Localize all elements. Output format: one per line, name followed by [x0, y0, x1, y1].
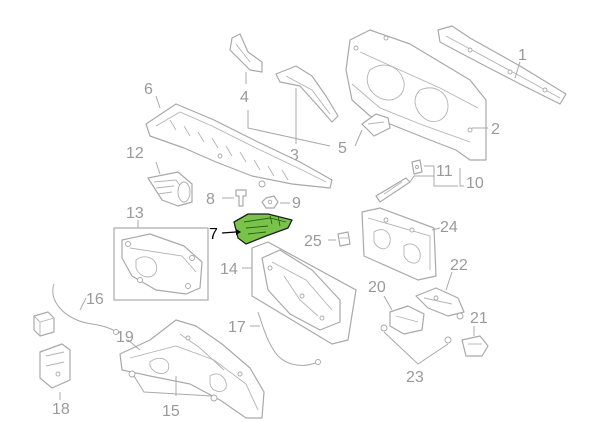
part-1-cowl-strip[interactable] — [437, 25, 567, 105]
leader-24 — [431, 227, 441, 231]
part-21-clip[interactable] — [461, 335, 489, 357]
callout-20[interactable]: 20 — [368, 279, 386, 296]
callout-7[interactable]: 7 — [209, 226, 218, 243]
callout-12[interactable]: 12 — [126, 145, 144, 162]
part-16-cable[interactable] — [52, 283, 119, 335]
leader-20 — [383, 295, 393, 311]
callout-18[interactable]: 18 — [52, 401, 70, 418]
box-13 — [113, 227, 209, 301]
leader-11 — [409, 165, 458, 187]
part-2-dash-panel[interactable] — [345, 29, 487, 161]
part-11-bracket[interactable] — [411, 159, 423, 175]
callout-22[interactable]: 22 — [450, 257, 468, 274]
part-19-lower-panel[interactable] — [119, 319, 265, 419]
callout-25[interactable]: 25 — [304, 233, 322, 250]
part-3-reinforcement[interactable] — [275, 65, 339, 123]
part-25-clip[interactable] — [337, 231, 351, 247]
part-6-cowl-grille[interactable] — [145, 103, 333, 189]
part-24-insulator[interactable] — [361, 207, 437, 281]
callout-2[interactable]: 2 — [491, 121, 500, 138]
callout-11[interactable]: 11 — [436, 163, 453, 180]
part-14-panel[interactable] — [261, 249, 341, 331]
callout-21[interactable]: 21 — [470, 310, 488, 327]
part-16-block[interactable] — [33, 311, 55, 337]
part-7-gusset-highlighted[interactable] — [233, 213, 293, 245]
callout-23[interactable]: 23 — [406, 369, 424, 386]
leader-12 — [155, 161, 161, 175]
leader-22 — [445, 271, 453, 291]
callout-15[interactable]: 15 — [162, 403, 180, 420]
callout-4[interactable]: 4 — [240, 89, 249, 106]
part-22-bracket[interactable] — [415, 287, 465, 317]
callout-14[interactable]: 14 — [220, 261, 238, 278]
callout-1[interactable]: 1 — [518, 47, 527, 64]
part-13-cover[interactable] — [121, 233, 203, 295]
part-12-air-duct[interactable] — [147, 171, 193, 207]
callout-5[interactable]: 5 — [338, 140, 347, 157]
leader-16 — [79, 297, 87, 311]
callout-6[interactable]: 6 — [144, 81, 153, 98]
part-10-rod[interactable] — [375, 177, 411, 203]
callout-8[interactable]: 8 — [206, 191, 215, 208]
callout-3[interactable]: 3 — [290, 147, 299, 164]
leader-7-arrowhead — [236, 229, 241, 235]
part-9-nut[interactable] — [261, 195, 279, 209]
callout-19[interactable]: 19 — [116, 329, 134, 346]
callout-24[interactable]: 24 — [440, 219, 458, 236]
leader-1 — [514, 61, 521, 79]
part-8-clip[interactable] — [235, 189, 247, 207]
callout-13[interactable]: 13 — [126, 205, 144, 222]
leader-6 — [155, 95, 161, 109]
callout-16[interactable]: 16 — [86, 291, 104, 308]
leader-19 — [127, 339, 141, 351]
box-14 — [251, 241, 357, 345]
callout-10[interactable]: 10 — [466, 175, 484, 192]
part-5-bracket[interactable] — [361, 113, 391, 137]
part-20-bracket[interactable] — [389, 305, 425, 335]
part-17-cable[interactable] — [257, 311, 321, 366]
leader-10 — [459, 168, 464, 187]
callout-9[interactable]: 9 — [292, 195, 301, 212]
leader-15 — [133, 375, 213, 397]
part-23-fasteners[interactable] — [380, 312, 464, 344]
leader-5 — [247, 110, 363, 147]
part-4-upper-bracket[interactable] — [229, 33, 263, 73]
part-18-bracket[interactable] — [39, 343, 71, 389]
leader-7-arrow — [221, 231, 237, 234]
leader-23 — [383, 331, 449, 365]
callout-17[interactable]: 17 — [228, 319, 246, 336]
